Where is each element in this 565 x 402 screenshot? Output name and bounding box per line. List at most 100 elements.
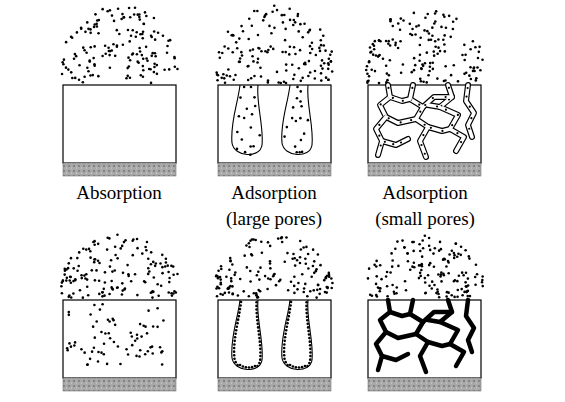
molecule-dot [468, 255, 471, 258]
molecule-dot [85, 51, 88, 54]
molecule-dot [229, 75, 232, 78]
molecule-dot [259, 266, 262, 269]
molecule-dot [133, 13, 136, 16]
molecule-dot [465, 291, 468, 294]
pore-dot [305, 301, 308, 304]
molecule-dot [428, 32, 431, 35]
molecule-dot [96, 25, 99, 28]
molecule-dot [301, 273, 304, 276]
pore-dot [309, 351, 312, 354]
molecule-dot [315, 296, 318, 299]
molecule-dot [461, 294, 464, 297]
molecule-dot [126, 264, 129, 267]
molecule-dot [104, 281, 107, 284]
molecule-dot [434, 45, 437, 48]
molecule-dot [413, 69, 416, 72]
molecule-dot [219, 293, 222, 296]
molecule-dot [284, 39, 287, 42]
molecule-dot [147, 273, 150, 276]
molecule-dot [267, 81, 270, 84]
molecule-dot [299, 256, 302, 259]
molecule-dot [464, 281, 467, 284]
molecule-dot [317, 284, 320, 287]
absorbed-dot [117, 345, 120, 348]
channel-dot [460, 141, 462, 143]
molecule-dot [115, 29, 118, 32]
molecule-dot [309, 290, 312, 293]
molecule-dot [150, 82, 153, 85]
molecule-dot [260, 50, 263, 53]
molecule-dot [242, 30, 245, 33]
absorbed-dot [106, 363, 109, 366]
molecule-dot [113, 20, 116, 23]
molecule-dot [168, 281, 171, 284]
molecule-dot [131, 29, 134, 32]
molecule-dot [425, 81, 428, 84]
molecule-dot [428, 70, 431, 73]
molecule-dot [469, 66, 472, 69]
absorbed-dot [161, 363, 164, 366]
molecule-dot [301, 77, 304, 80]
molecule-dot [461, 54, 464, 57]
absorbed-dot [89, 313, 92, 316]
molecule-dot [370, 51, 373, 54]
molecule-dot [79, 289, 82, 292]
molecule-dot [269, 245, 272, 248]
molecule-dot [248, 242, 251, 245]
absorbed-dot [86, 363, 89, 366]
pore-dot [243, 117, 246, 120]
molecule-dot [121, 293, 124, 296]
channel-dot [467, 87, 469, 89]
molecule-dot [153, 62, 156, 65]
molecule-dot [369, 51, 372, 54]
pore-dot [299, 117, 302, 120]
pore-dot [252, 145, 255, 148]
absorbed-dot [92, 325, 95, 328]
molecule-dot [325, 286, 328, 289]
molecule-dot [386, 72, 389, 75]
molecule-dot [302, 246, 305, 249]
absorbed-dot [70, 345, 73, 348]
molecule-dot [443, 257, 446, 260]
molecule-dot [112, 43, 115, 46]
pore-dot [288, 311, 291, 314]
molecule-dot [300, 248, 303, 251]
molecule-dot [249, 280, 252, 283]
molecule-dot [228, 291, 231, 294]
molecule-dot [296, 259, 299, 262]
molecule-dot [285, 69, 288, 72]
substrate-band [218, 163, 331, 176]
molecule-dot [427, 274, 430, 277]
molecule-dot [67, 68, 70, 71]
molecule-dot [130, 280, 133, 283]
molecule-dot [450, 74, 453, 77]
channel [428, 320, 440, 322]
molecule-dot [97, 32, 100, 35]
channel-dot [457, 114, 459, 116]
absorbed-dot [83, 351, 86, 354]
molecule-dot [401, 239, 404, 242]
pore-outline [232, 85, 263, 155]
channel [428, 105, 440, 107]
molecule-dot [148, 270, 151, 273]
molecule-dot [402, 63, 405, 66]
molecule-dot [65, 279, 68, 282]
molecule-dot [86, 21, 89, 24]
molecule-dot [247, 38, 250, 41]
molecule-dot [76, 269, 79, 272]
molecule-dot [165, 261, 168, 264]
absorbed-dot [86, 363, 89, 366]
pore-dot [300, 105, 303, 108]
molecule-dot [282, 21, 285, 24]
pore-dot [301, 366, 304, 369]
molecule-dot [68, 279, 71, 282]
pore-dot [309, 348, 312, 351]
molecule-dot [481, 275, 484, 278]
pore-dot [298, 366, 301, 369]
molecule-dot [126, 67, 129, 70]
molecule-dot [290, 281, 293, 284]
molecule-dot [104, 44, 107, 47]
molecule-dot [284, 51, 287, 54]
molecule-dot [304, 63, 307, 66]
molecule-dot [378, 54, 381, 57]
